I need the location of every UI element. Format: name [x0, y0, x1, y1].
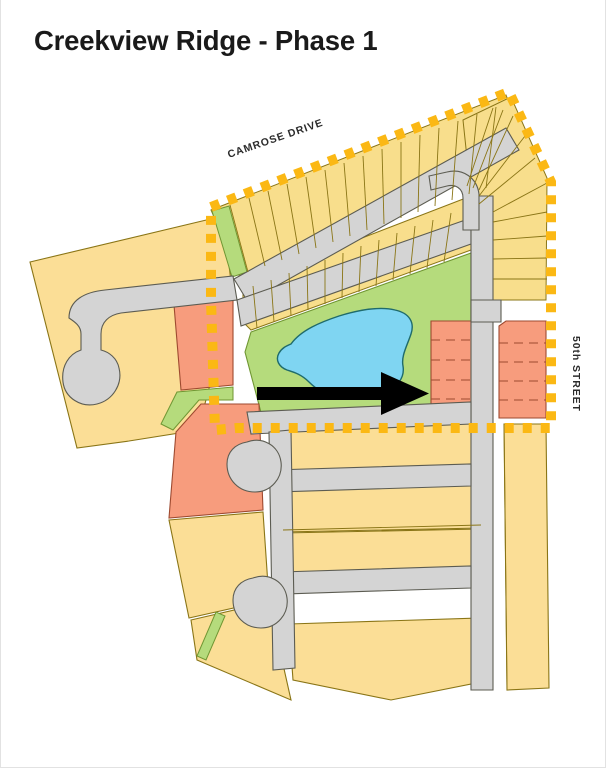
multifamily-block-east [498, 320, 547, 419]
camrose-drive-label: CAMROSE DRIVE [226, 117, 325, 161]
multifamily-block-west-upper [173, 299, 234, 391]
page-title: Creekview Ridge - Phase 1 [34, 25, 378, 56]
direction-arrow [257, 372, 429, 415]
road-network [62, 127, 520, 691]
fiftieth-street-label: 50th STREET [570, 336, 582, 412]
southwest-walkway [196, 611, 226, 661]
lot-division-lines [229, 106, 548, 691]
phase-1-boundary [206, 85, 556, 436]
